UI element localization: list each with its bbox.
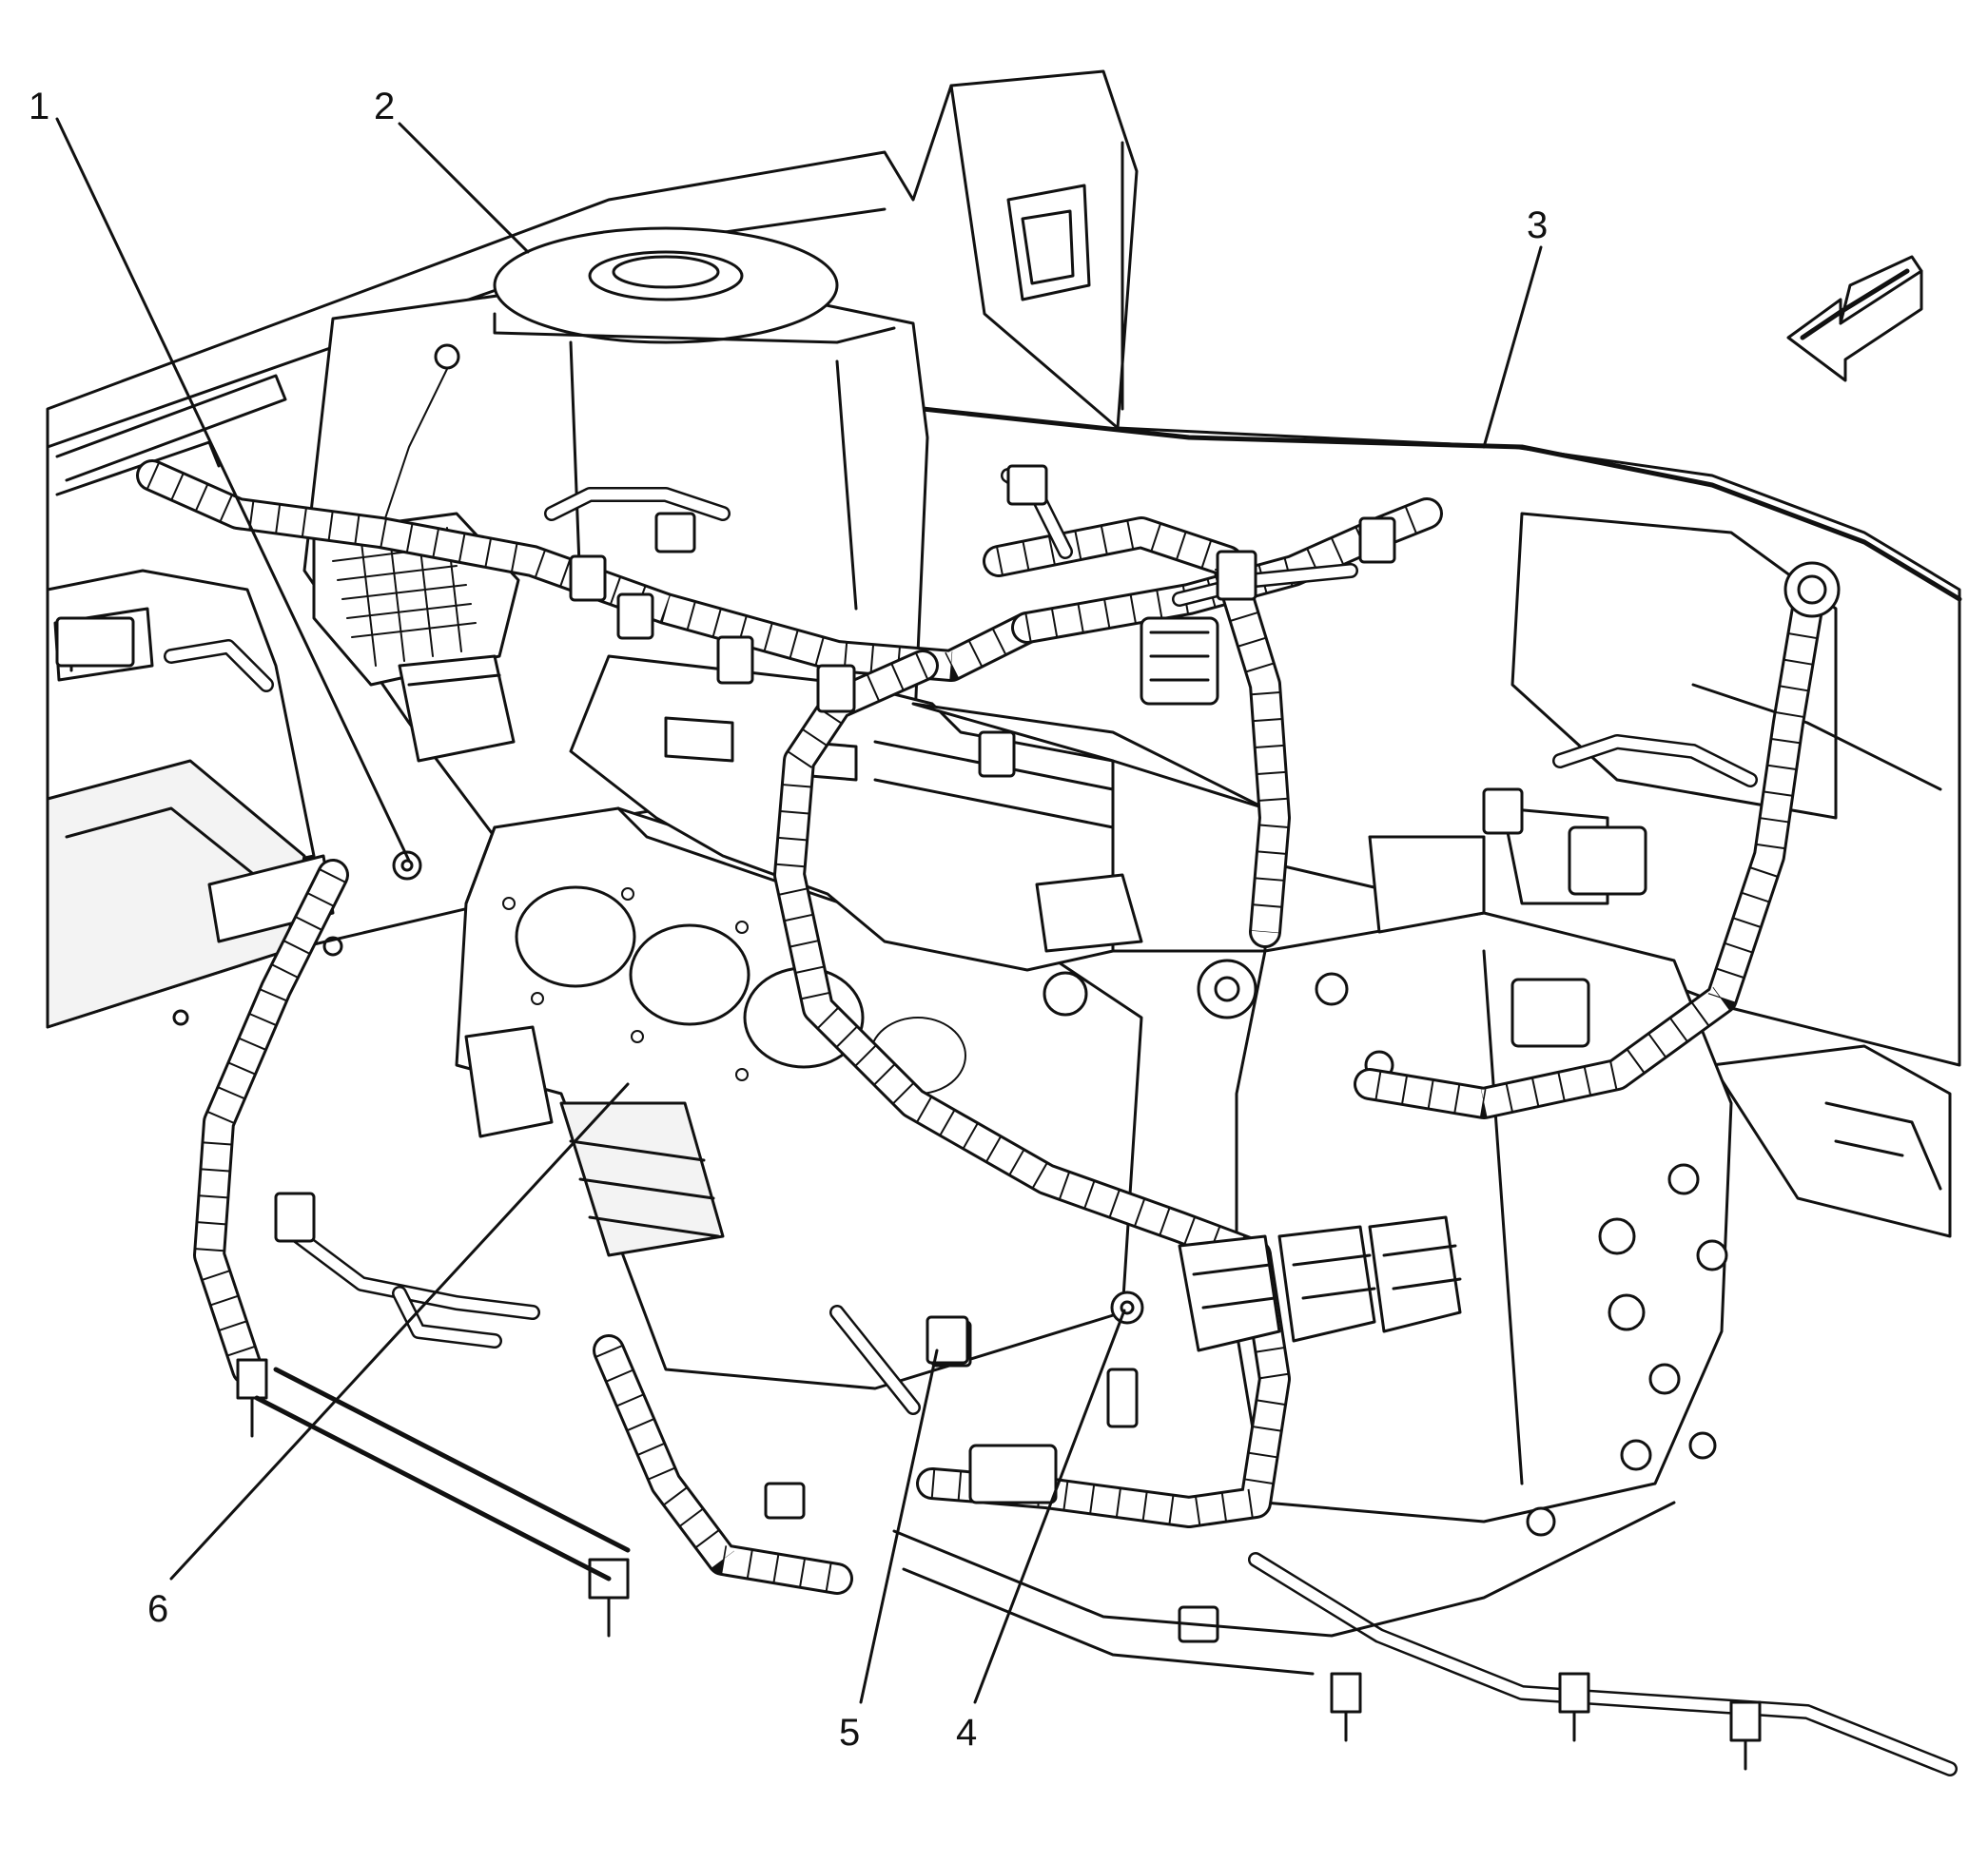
engine-wiring-harness: [136, 459, 1958, 1776]
leader-3: [1482, 245, 1543, 449]
intake-manifold: [569, 654, 1267, 1019]
callout-1: 1: [29, 86, 49, 127]
callout-4: 4: [956, 1712, 977, 1754]
leader-5: [859, 1349, 939, 1704]
callout-labels: 1 2 3 4 5 6: [29, 86, 1548, 1754]
callout-6: 6: [147, 1588, 168, 1630]
leader-1: [55, 117, 411, 863]
callout-3: 3: [1527, 204, 1548, 246]
leader-2: [398, 122, 530, 254]
leader-lines: [55, 117, 1543, 1704]
leader-4: [973, 1309, 1126, 1704]
front-direction-arrow-icon: [1786, 255, 1923, 382]
harness-connectors: [55, 464, 1841, 1771]
lower-frame: [254, 1367, 1676, 1676]
callout-5: 5: [839, 1712, 860, 1754]
callout-2: 2: [374, 86, 395, 127]
leader-6: [169, 1082, 630, 1581]
